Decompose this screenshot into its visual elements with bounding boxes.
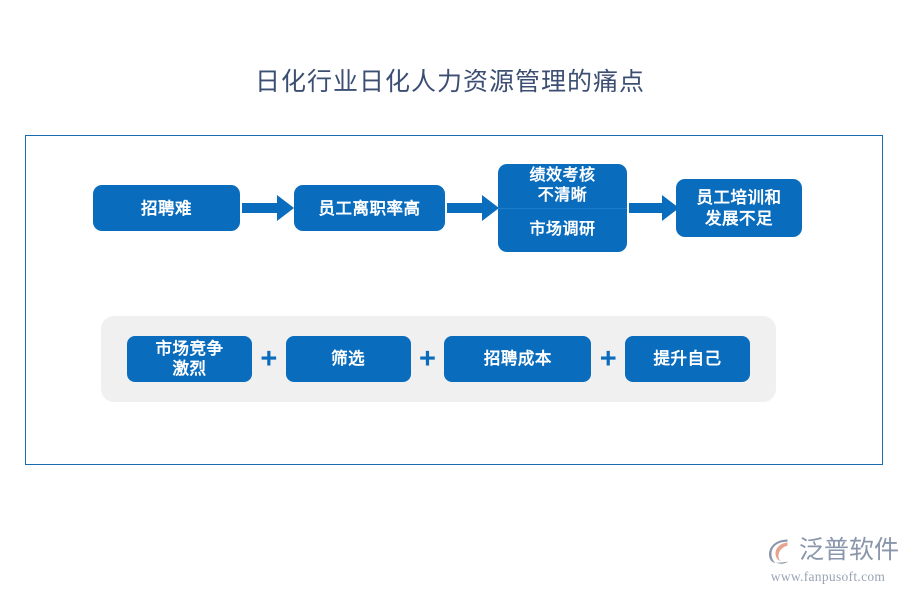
arrow-head <box>662 195 679 221</box>
brand-watermark: 泛普软件 www.fanpusoft.com <box>766 534 899 586</box>
arrow-right-icon-3 <box>629 195 679 221</box>
factor-chip-self-improvement[interactable]: 提升自己 <box>625 336 751 382</box>
arrow-head <box>277 195 294 221</box>
plus-operator-icon-3: + <box>599 342 617 375</box>
process-flow-row: 招聘难 员工离职率高 绩效考核 不清晰 市场调研 员工培训和 发展不足 市场竞争… <box>26 136 884 466</box>
plus-operator-icon-1: + <box>260 342 278 375</box>
factor-panel: 市场竞争 激烈 + 筛选 + 招聘成本 + 提升自己 <box>101 316 776 402</box>
flow-node-training-development[interactable]: 员工培训和 发展不足 <box>676 179 802 237</box>
fanpu-logo-icon <box>766 536 796 566</box>
arrow-shaft <box>629 203 663 213</box>
flow-node-turnover-rate[interactable]: 员工离职率高 <box>294 185 445 231</box>
flow-node-market-research: 市场调研 <box>529 221 596 239</box>
brand-name: 泛普软件 <box>799 537 900 564</box>
plus-operator-icon-2: + <box>419 342 436 375</box>
arrow-shaft <box>242 203 278 213</box>
brand-logo-row: 泛普软件 <box>766 534 899 568</box>
factor-chip-recruitment-cost[interactable]: 招聘成本 <box>444 336 592 382</box>
factor-chip-market-competition[interactable]: 市场竞争 激烈 <box>127 336 252 382</box>
page-title: 日化行业日化人力资源管理的痛点 <box>254 69 645 96</box>
diagram-frame: 招聘难 员工离职率高 绩效考核 不清晰 市场调研 员工培训和 发展不足 市场竞争… <box>25 135 883 465</box>
arrow-head <box>482 195 499 221</box>
arrow-shaft <box>447 203 483 213</box>
arrow-right-icon-2 <box>447 195 499 221</box>
flow-node-recruitment-difficulty[interactable]: 招聘难 <box>93 185 240 231</box>
flow-node-performance-review-top: 绩效考核 不清晰 <box>498 164 627 209</box>
brand-url: www.fanpusoft.com <box>770 569 886 584</box>
flow-node-performance-review[interactable]: 绩效考核 不清晰 市场调研 <box>498 164 627 252</box>
arrow-right-icon-1 <box>242 195 294 221</box>
factor-chip-screening[interactable]: 筛选 <box>285 336 411 382</box>
